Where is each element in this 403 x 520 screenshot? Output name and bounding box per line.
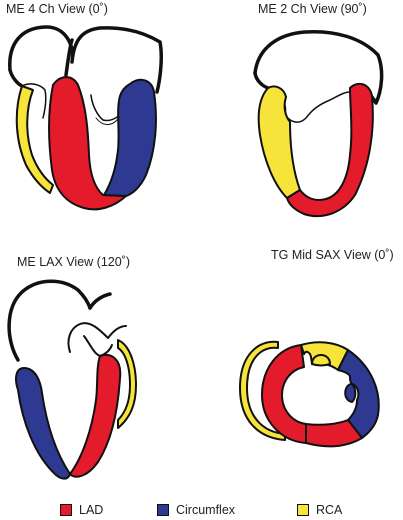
me-lax-circumflex-wall (15, 367, 71, 480)
me-lax-outflow (83, 335, 113, 357)
legend-swatch-rca (297, 504, 309, 516)
me-2ch-lad-wall (286, 82, 374, 218)
me-4ch-roof-left (8, 68, 24, 88)
legend-label-circumflex: Circumflex (176, 503, 236, 517)
me-lax-view-title: ME LAX View (120˚) (17, 255, 131, 269)
tg-sax-papillary-top (311, 354, 331, 367)
me-lax-aorta (88, 292, 112, 310)
legend-label-rca: RCA (316, 503, 343, 517)
tg-mid-sax-view (239, 340, 380, 448)
tg-sax-papillary-right (344, 383, 357, 403)
tg-sax-lad-bottom (305, 419, 363, 448)
me-lax-aortic-root (67, 322, 127, 353)
tg-mid-sax-view-title: TG Mid SAX View (0˚) (271, 248, 394, 262)
legend-item-lad: LAD (60, 503, 103, 517)
legend-swatch-circumflex (157, 504, 169, 516)
me-4ch-valves (21, 83, 131, 122)
legend-item-circumflex: Circumflex (157, 503, 235, 517)
me-lax-rca-loop (117, 339, 137, 429)
me-4ch-view-title: ME 4 Ch View (0˚) (6, 2, 108, 16)
me-lax-view (7, 279, 137, 480)
me-4ch-rca-wall (15, 85, 54, 194)
me-4ch-view (8, 25, 163, 211)
me-4ch-septum-top (64, 38, 74, 77)
me-lax-atrium (7, 279, 92, 362)
tg-sax-lad-segment (261, 344, 307, 444)
me-2ch-rca-wall (257, 85, 301, 199)
me-lax-lad-wall (69, 354, 122, 478)
me-4ch-circumflex-wall (103, 78, 157, 197)
tg-sax-circumflex-segment (337, 349, 380, 439)
me-2ch-view-title: ME 2 Ch View (90˚) (258, 2, 367, 16)
legend-item-rca: RCA (297, 503, 342, 517)
me-2ch-roof (253, 71, 270, 90)
me-2ch-view (253, 29, 384, 218)
legend-swatch-lad (60, 504, 72, 516)
legend-label-lad: LAD (79, 503, 104, 517)
